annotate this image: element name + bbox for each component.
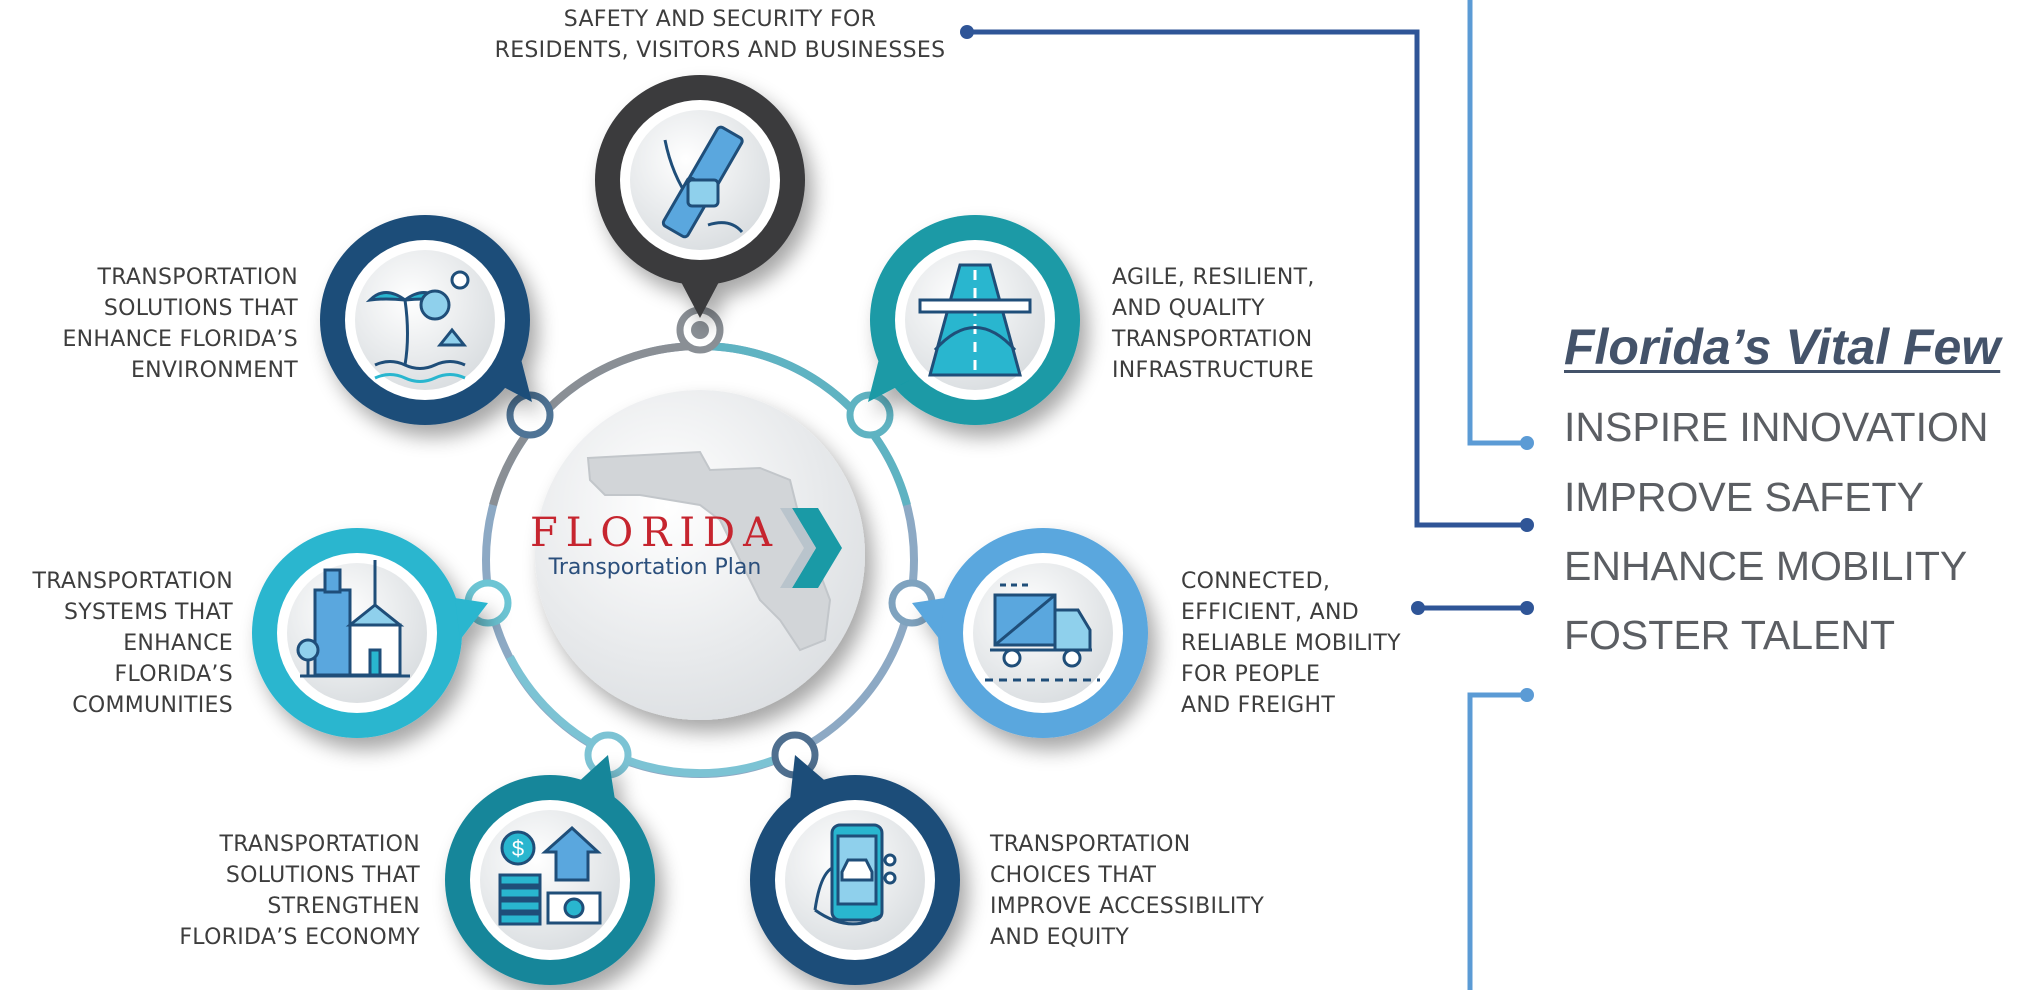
money-house-icon: $ <box>498 825 602 926</box>
connector-lines <box>960 0 1534 990</box>
ring-node <box>506 391 554 439</box>
connector-talent-dot <box>1520 688 1534 702</box>
city-buildings-icon <box>296 560 410 678</box>
connector-mobility-start-dot <box>1411 601 1425 615</box>
florida-map-icon <box>586 450 832 652</box>
pin-environment <box>320 215 532 425</box>
connector-safety-start-dot <box>960 25 974 39</box>
vital-few-title: Florida’s Vital Few <box>1564 319 2001 375</box>
ring-node <box>676 306 724 354</box>
vital-few-item-mobility: ENHANCE MOBILITY <box>1564 543 1968 589</box>
goal-label-safety: SAFETY AND SECURITY FOR RESIDENTS, VISIT… <box>494 7 946 63</box>
connector-safety <box>967 29 1527 528</box>
vital-few-item-safety: IMPROVE SAFETY <box>1564 474 1924 520</box>
connector-innovation-dot <box>1520 436 1534 450</box>
phone-car-icon <box>813 823 897 926</box>
chevron-icon <box>792 508 842 588</box>
goal-label-accessibility: TRANSPORTATION CHOICES THAT IMPROVE ACCE… <box>990 832 1265 950</box>
goal-label-environment: TRANSPORTATION SOLUTIONS THAT ENHANCE FL… <box>62 265 298 383</box>
vital-few-item-innovation: INSPIRE INNOVATION <box>1564 404 1989 450</box>
connector-talent <box>1467 692 1527 990</box>
seatbelt-icon <box>661 125 744 239</box>
highway-icon <box>918 263 1032 377</box>
pin-economy <box>445 755 655 985</box>
truck-icon <box>985 583 1100 682</box>
goal-label-economy: TRANSPORTATION SOLUTIONS THAT STRENGTHEN… <box>179 832 420 950</box>
chevron-outline-icon <box>780 508 816 588</box>
palm-tree-icon <box>365 270 470 383</box>
connector-innovation <box>1467 0 1527 446</box>
goal-label-communities: TRANSPORTATION SYSTEMS THAT ENHANCE FLOR… <box>32 569 233 718</box>
svg-text:$: $ <box>512 836 524 861</box>
goal-label-infrastructure: AGILE, RESILIENT, AND QUALITY TRANSPORTA… <box>1112 265 1315 383</box>
vital-few-item-talent: FOSTER TALENT <box>1564 612 1896 658</box>
goal-label-mobility: CONNECTED, EFFICIENT, AND RELIABLE MOBIL… <box>1181 569 1401 718</box>
plan-title: FLORIDA <box>530 510 780 556</box>
plan-subtitle: Transportation Plan <box>548 555 762 580</box>
ring-node <box>846 391 894 439</box>
connector-mobility-end-dot <box>1520 601 1534 615</box>
connector-safety-end-dot <box>1520 518 1534 532</box>
